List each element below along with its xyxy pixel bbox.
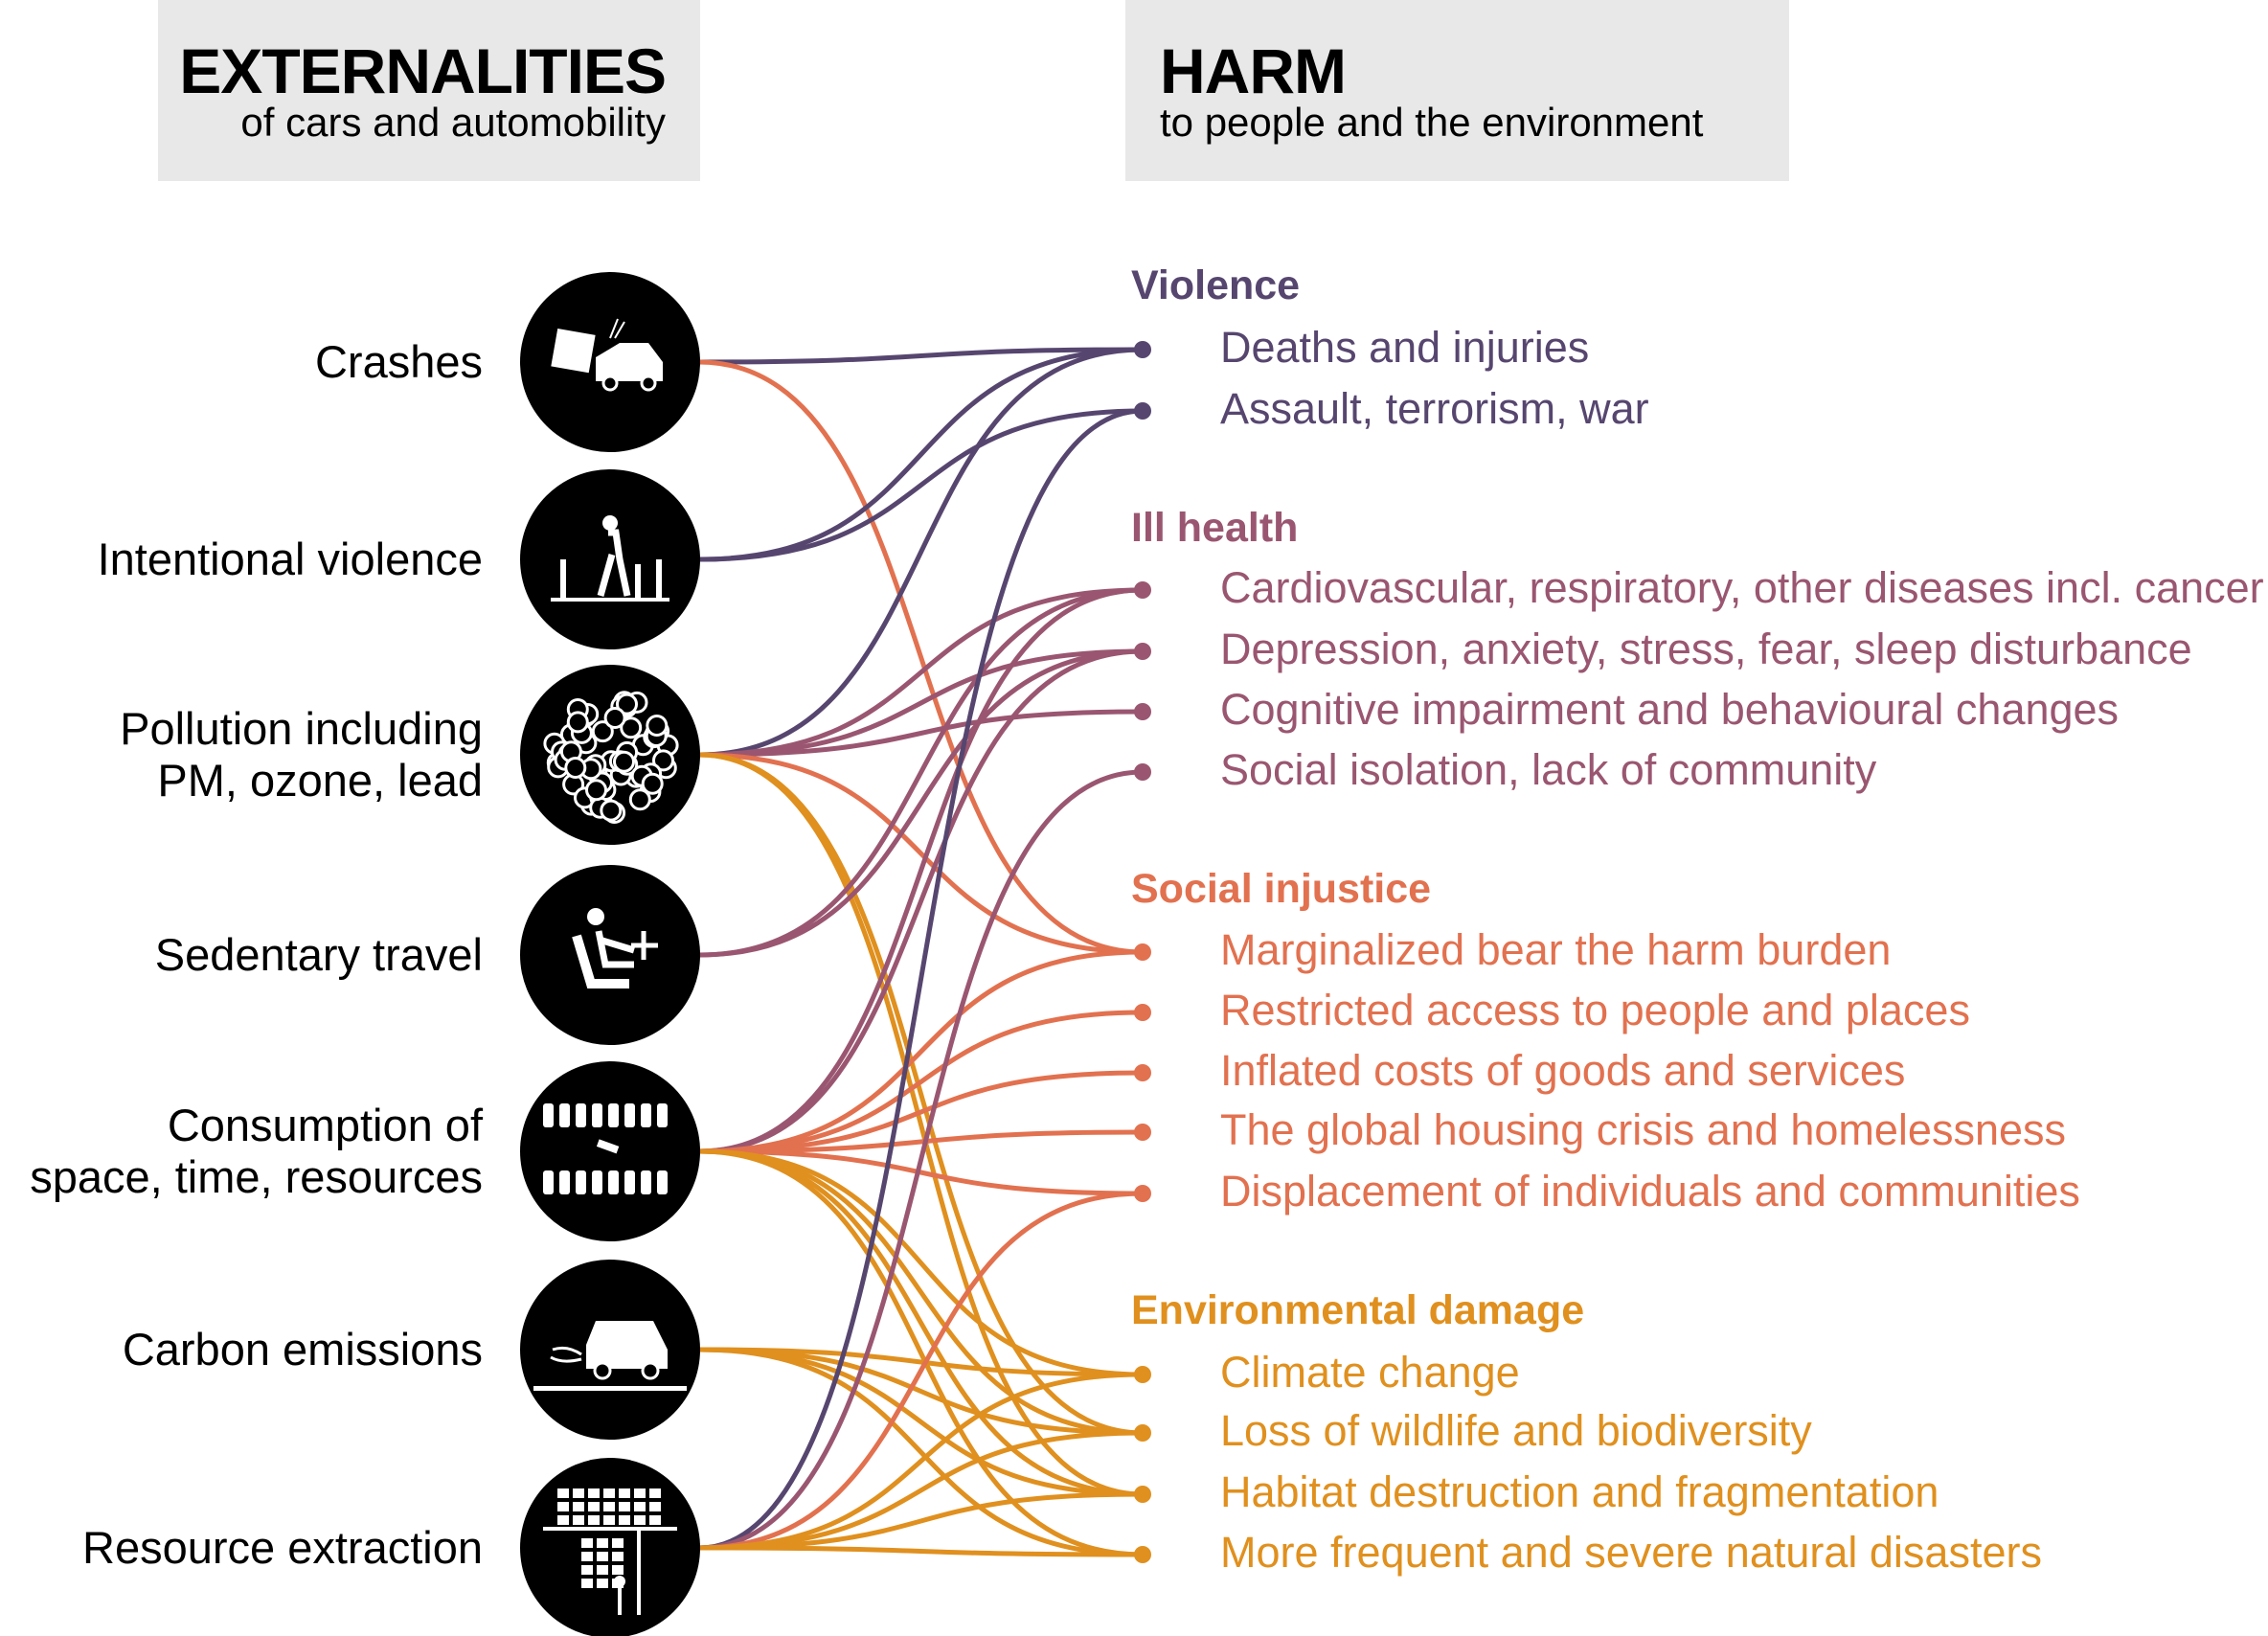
- externality-label: Carbon emissions: [123, 1324, 483, 1375]
- harm-item: Climate change: [1220, 1348, 1520, 1397]
- particles-icon: [520, 665, 700, 845]
- harm-dot: [1134, 1486, 1151, 1503]
- harm-item: Depression, anxiety, stress, fear, sleep…: [1220, 625, 2192, 674]
- harm-dot: [1134, 1424, 1151, 1442]
- harm-dot: [1134, 1004, 1151, 1021]
- harm-item: Inflated costs of goods and services: [1220, 1046, 1905, 1096]
- harm-item: Marginalized bear the harm burden: [1220, 925, 1891, 975]
- harm-item: Restricted access to people and places: [1220, 986, 1970, 1035]
- link-line: [699, 755, 1143, 952]
- city-grid-icon: [520, 1458, 700, 1636]
- harm-item: More frequent and severe natural disaste…: [1220, 1528, 2042, 1578]
- harm-dot: [1134, 1546, 1151, 1563]
- externality-label: Consumption of space, time, resources: [30, 1100, 483, 1203]
- harm-dot: [1134, 643, 1151, 660]
- harm-category-title: Ill health: [1131, 505, 1298, 552]
- pedestrian-bollards-icon: [520, 469, 700, 649]
- externality-label: Sedentary travel: [155, 929, 483, 981]
- harm-dot: [1134, 581, 1151, 599]
- seated-driver-icon: [520, 865, 700, 1045]
- harm-item: Loss of wildlife and biodiversity: [1220, 1406, 1812, 1456]
- car-crash-icon: [520, 272, 700, 452]
- harm-item: Social isolation, lack of community: [1220, 745, 1876, 795]
- link-line: [699, 590, 1143, 755]
- harm-category-title: Violence: [1131, 262, 1300, 309]
- harm-dot: [1134, 341, 1151, 358]
- parking-lot-icon: [520, 1061, 700, 1241]
- harm-item: The global housing crisis and homelessne…: [1220, 1105, 2066, 1155]
- harm-item: Cardiovascular, respiratory, other disea…: [1220, 563, 2264, 613]
- harm-dot: [1134, 1366, 1151, 1383]
- link-line: [699, 411, 1143, 559]
- harm-dot: [1134, 763, 1151, 781]
- externality-label: Pollution including PM, ozone, lead: [120, 703, 483, 807]
- harm-dot: [1134, 1064, 1151, 1081]
- harm-item: Deaths and injuries: [1220, 323, 1589, 373]
- externality-label: Resource extraction: [82, 1522, 483, 1574]
- car-exhaust-icon: [520, 1260, 700, 1440]
- harm-dot: [1134, 703, 1151, 720]
- harm-category-title: Social injustice: [1131, 866, 1431, 913]
- externality-label: Intentional violence: [98, 534, 483, 585]
- link-line: [699, 651, 1143, 955]
- harm-dot: [1134, 1185, 1151, 1202]
- externality-label: Crashes: [315, 336, 483, 388]
- harm-dot: [1134, 1124, 1151, 1141]
- harm-dot: [1134, 402, 1151, 420]
- harm-item: Assault, terrorism, war: [1220, 384, 1649, 434]
- harm-dot: [1134, 943, 1151, 961]
- link-line: [699, 1151, 1143, 1375]
- harm-item: Displacement of individuals and communit…: [1220, 1167, 2080, 1216]
- harm-item: Cognitive impairment and behavioural cha…: [1220, 685, 2119, 735]
- harm-item: Habitat destruction and fragmentation: [1220, 1467, 1939, 1517]
- harm-category-title: Environmental damage: [1131, 1287, 1584, 1334]
